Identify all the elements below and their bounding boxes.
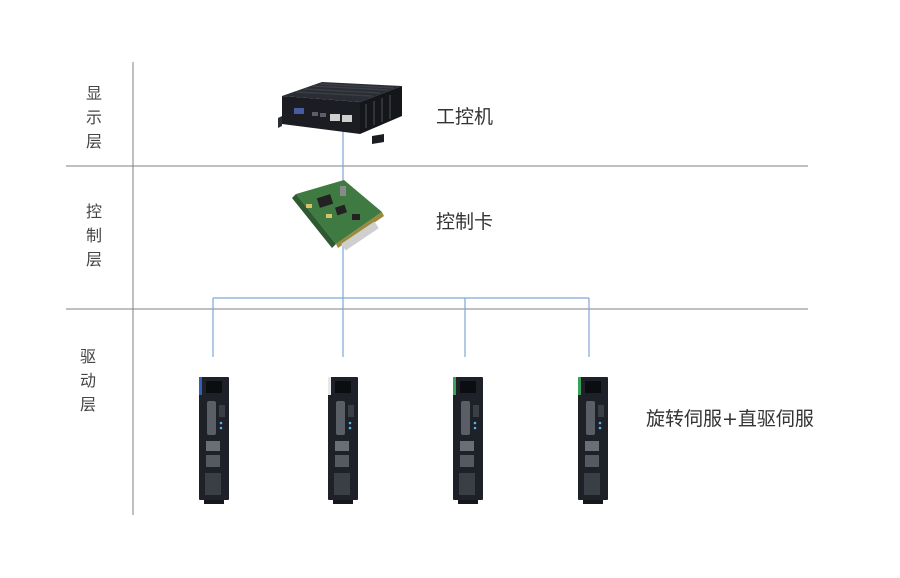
- ipc-label: 工控机: [436, 106, 493, 128]
- control-card-label: 控制卡: [436, 211, 493, 233]
- layer-label-display: 显 示 层: [74, 82, 114, 154]
- layer-label-drive: 驱 动 层: [68, 345, 108, 417]
- connector-lines: [212, 126, 590, 357]
- servo-label: 旋转伺服+直驱伺服: [646, 408, 814, 430]
- servo-drive-group: [199, 377, 608, 504]
- servo-drive-1: [199, 377, 229, 504]
- layer-display-text: 显 示 层: [85, 84, 102, 151]
- industrial-pc-image: [278, 82, 402, 144]
- control-card-image: [292, 180, 384, 251]
- layer-control-text: 控 制 层: [85, 202, 102, 269]
- servo-drive-4: [578, 377, 608, 504]
- layer-drive-text: 驱 动 层: [79, 347, 96, 414]
- servo-drive-3: [453, 377, 483, 504]
- layer-label-control: 控 制 层: [74, 200, 114, 272]
- servo-drive-2: [328, 377, 358, 504]
